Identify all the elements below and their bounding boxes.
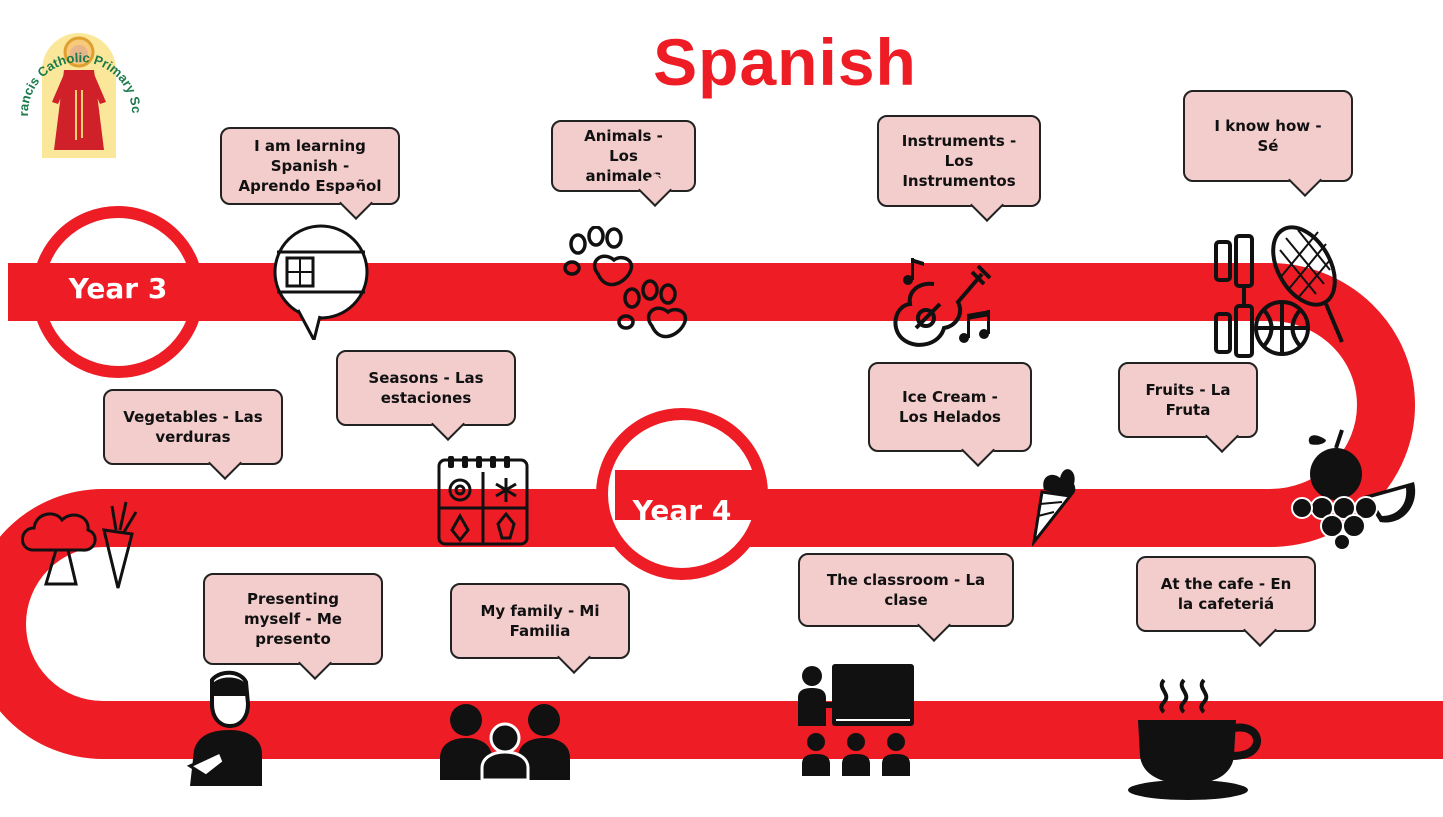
year-3-marker bbox=[32, 206, 204, 378]
family-icon bbox=[440, 704, 570, 780]
topic-bubble-classroom: The classroom - La clase bbox=[798, 553, 1014, 642]
topic-bubble-instruments: Instruments - Los Instrumentos bbox=[877, 115, 1041, 222]
fruits-icon bbox=[1291, 429, 1416, 550]
seasons-calendar-icon bbox=[437, 456, 529, 546]
topic-bubble-learning-spanish: I am learning Spanish - Aprendo Español bbox=[220, 127, 400, 220]
topic-bubble-vegetables: Vegetables - Las verduras bbox=[103, 389, 283, 480]
topic-bubble-my-family: My family - Mi Familia bbox=[450, 583, 630, 674]
page-title: Spanish bbox=[653, 25, 917, 99]
guitar-icon bbox=[893, 258, 992, 347]
sports-equipment-icon bbox=[1214, 225, 1344, 358]
speech-flag-icon bbox=[273, 224, 369, 340]
topic-bubble-seasons: Seasons - Las estaciones bbox=[336, 350, 516, 441]
classroom-icon bbox=[798, 664, 914, 776]
school-logo: St Francis Catholic Primary School bbox=[10, 0, 144, 160]
coffee-cup-icon bbox=[1128, 678, 1261, 800]
topic-bubble-animals: Animals - Los animales bbox=[551, 120, 696, 207]
topic-bubble-cafe: At the cafe - En la cafeteriá bbox=[1136, 556, 1316, 647]
year-4-label: Year 4 bbox=[632, 494, 732, 527]
ice-cream-icon bbox=[1031, 469, 1076, 546]
topic-bubble-fruits: Fruits - La Fruta bbox=[1118, 362, 1258, 453]
topic-bubble-ice-cream: Ice Cream - Los Helados bbox=[868, 362, 1032, 467]
saint-francis-logo-icon: St Francis Catholic Primary School bbox=[10, 0, 144, 158]
paw-prints-icon bbox=[563, 226, 688, 339]
topic-bubble-presenting-myself: Presenting myself - Me presento bbox=[203, 573, 383, 680]
person-presenting-icon bbox=[186, 670, 262, 786]
topic-bubble-i-know-how: I know how - Sé bbox=[1183, 90, 1353, 197]
vegetables-icon bbox=[21, 501, 138, 589]
year-3-label: Year 3 bbox=[68, 272, 168, 305]
